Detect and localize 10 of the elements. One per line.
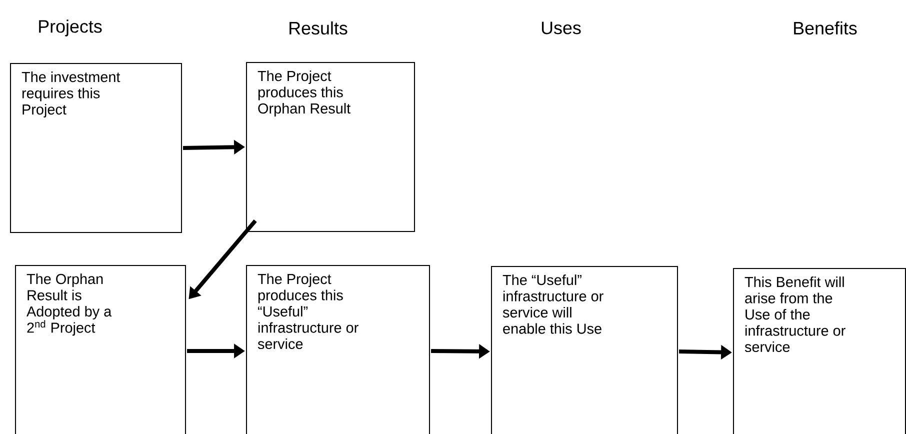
column-heading: Uses — [542, 22, 581, 34]
text-box: The Orphan Result is Adopted by a 2$^{nd}$ Project — [15, 265, 186, 434]
text-box: The “Useful” infrastructure or service will enable this Use — [491, 266, 678, 434]
column-heading: Results — [290, 21, 348, 35]
text-box: The Project produces this Orphan Result — [246, 62, 415, 232]
text-box: The investment requires this Project — [10, 63, 182, 233]
text-box: This Benefit will arise from the Use of the infrastructure or service — [733, 268, 906, 434]
text-box: The Project produces this “Useful” infrastructure or service — [246, 265, 430, 434]
column-heading: Projects — [39, 20, 102, 36]
column-heading: Benefits — [794, 21, 857, 35]
